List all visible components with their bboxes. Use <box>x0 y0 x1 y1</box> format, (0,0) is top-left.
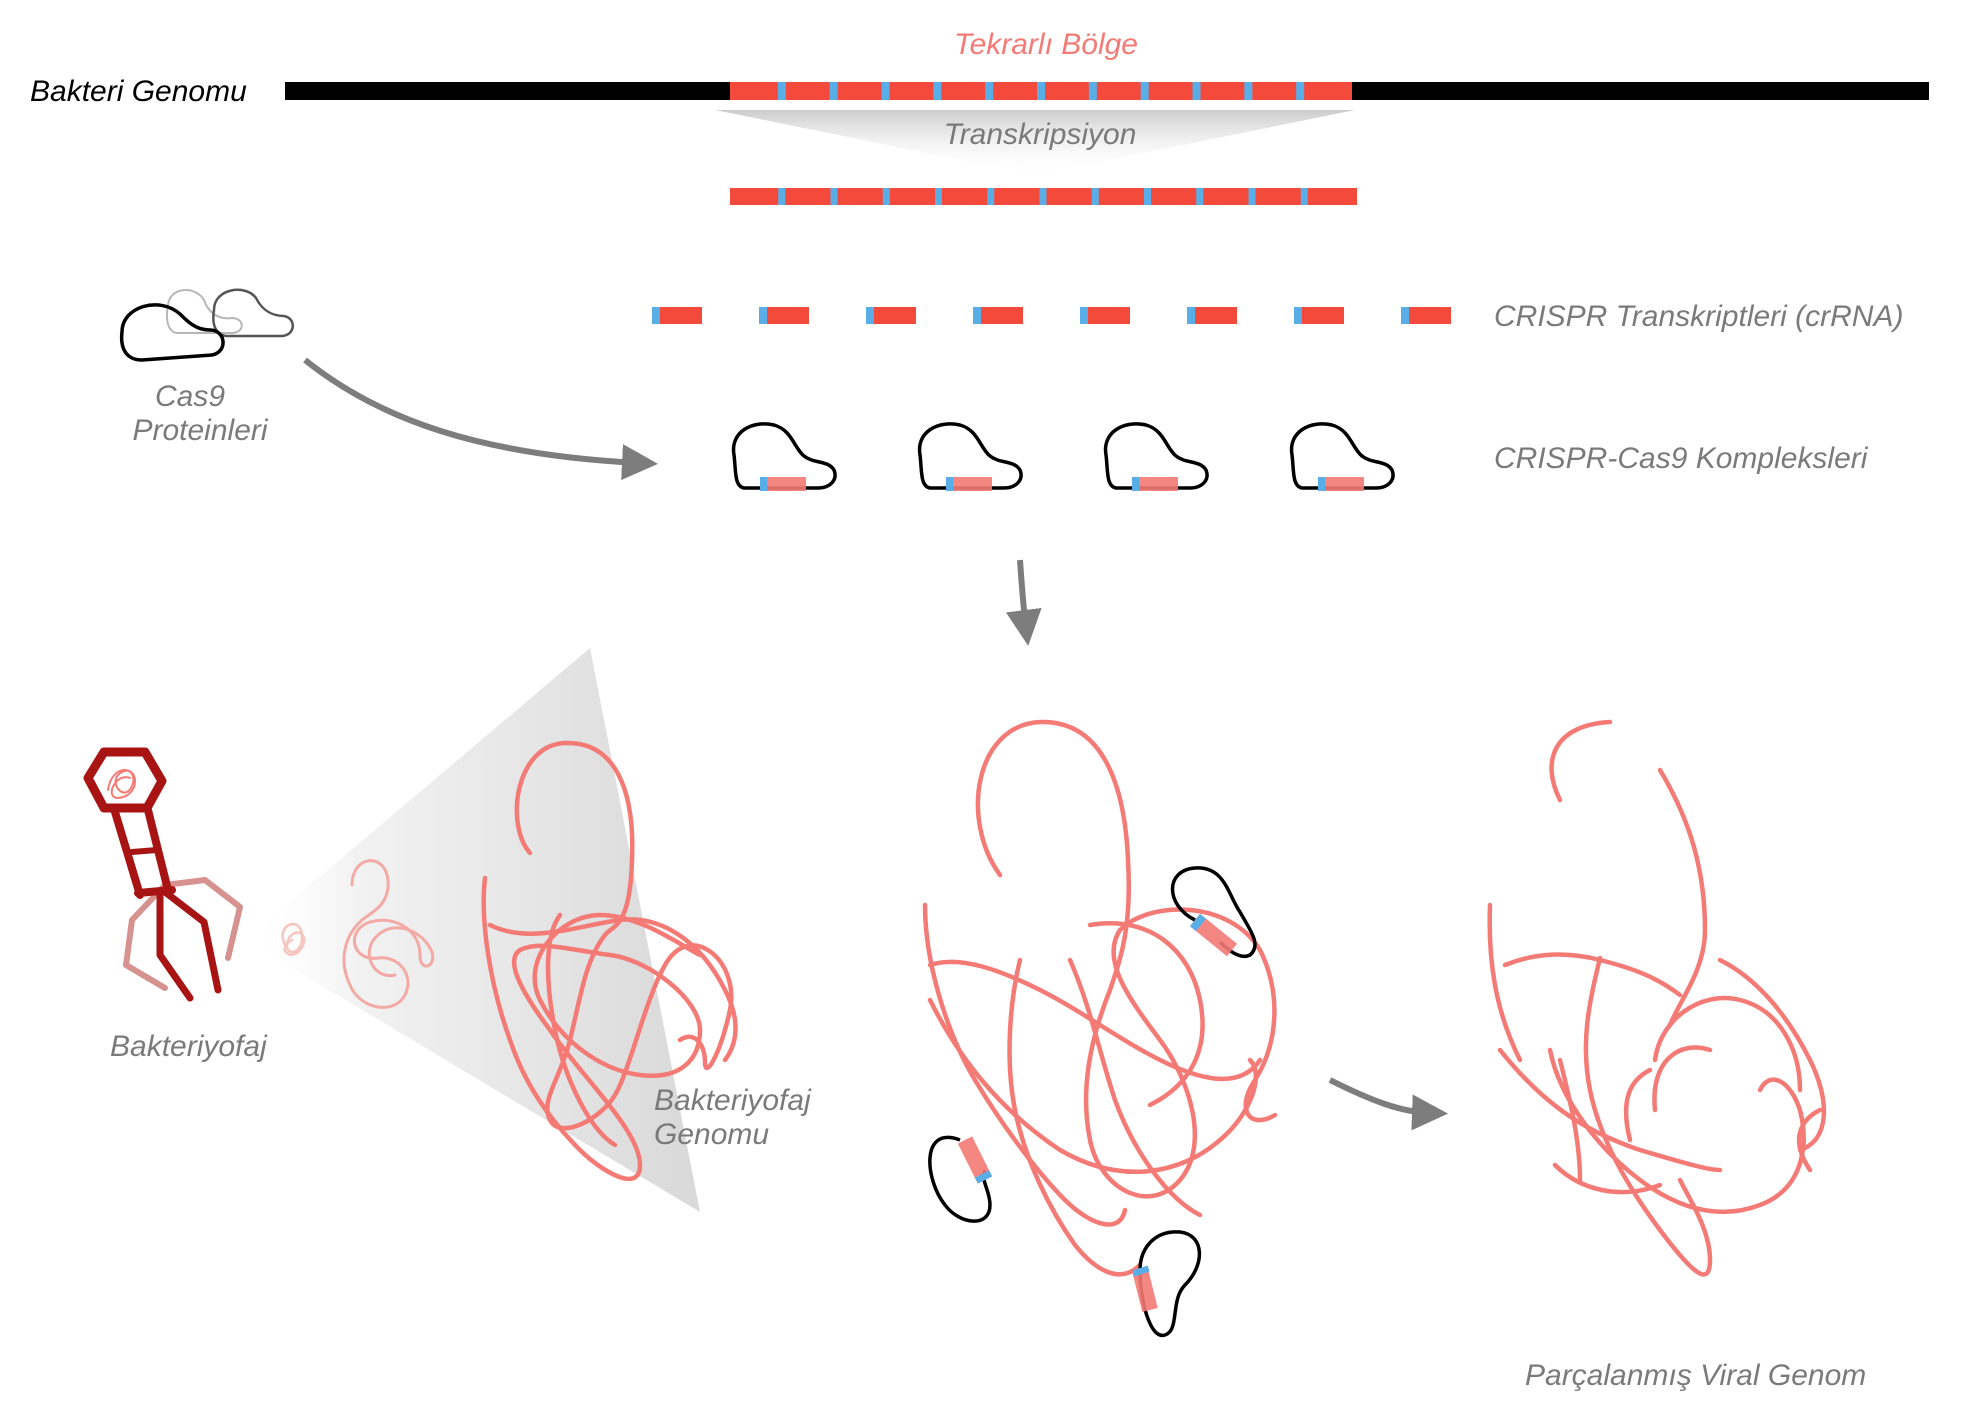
spacer-mark <box>881 82 890 100</box>
crrna-repeat <box>1409 307 1451 324</box>
degraded-genome-label: Parçalanmış Viral Genom <box>1525 1359 1866 1392</box>
zoom-cone <box>245 648 700 1212</box>
crrna-spacer <box>759 307 767 324</box>
spacer-mark <box>1244 82 1253 100</box>
bacterial-genome-label: Bakteri Genomu <box>30 75 247 108</box>
cas9-label-line2: Proteinleri <box>132 414 268 447</box>
cas9-complex <box>917 422 1023 491</box>
spacer-mark <box>1039 188 1047 205</box>
bound-crrna-repeat <box>762 477 806 491</box>
spacer-mark <box>933 82 942 100</box>
arrow-to-complexes <box>303 357 658 481</box>
phage-genome-small <box>281 923 306 956</box>
spacer-mark <box>1088 82 1097 100</box>
spacer-mark <box>829 82 838 100</box>
spacer-mark <box>882 188 890 205</box>
crrna-spacer <box>866 307 874 324</box>
cas9-protein-outline <box>917 422 1023 490</box>
cas9-complex <box>731 422 837 491</box>
cas9-protein-outline <box>1103 422 1209 490</box>
arrow-to-degraded <box>1328 1077 1448 1131</box>
transcription-funnel <box>715 110 1355 175</box>
targeted-viral-genome <box>922 719 1278 1277</box>
crrna-spacer <box>1187 307 1195 324</box>
pre-crrna-transcript <box>730 188 1357 205</box>
spacer-mark <box>935 188 942 205</box>
cas9-complex <box>1289 422 1395 491</box>
crrna-repeat <box>1088 307 1130 324</box>
spacer-mark <box>1192 82 1201 100</box>
crrna-repeat <box>981 307 1023 324</box>
bound-complex-top <box>1170 866 1257 958</box>
crrna-repeat <box>1302 307 1344 324</box>
cas9-proteins-icon <box>119 288 294 362</box>
bound-crrna-repeat <box>1134 477 1178 491</box>
spacer-mark <box>1091 188 1099 205</box>
phage-genome-label-line1: Bakteriyofaj <box>654 1084 812 1117</box>
spacer-mark <box>985 82 994 100</box>
spacer-mark <box>1037 82 1045 100</box>
crispr-cas9-complexes <box>731 422 1395 491</box>
bacteriophage-label: Bakteriyofaj <box>110 1030 268 1063</box>
cas9-protein-outline <box>1289 422 1395 490</box>
spacer-mark <box>1196 188 1204 205</box>
spacer-mark <box>987 188 995 205</box>
phage-genome-label-line2: Genomu <box>654 1118 769 1151</box>
bound-complex-left <box>928 1135 993 1223</box>
arrow-down <box>1005 559 1042 646</box>
degraded-viral-genome <box>1487 719 1827 1277</box>
crrna-repeat <box>660 307 702 324</box>
crrna-repeat <box>767 307 809 324</box>
bound-crrna-spacer <box>760 477 767 491</box>
crrna-spacer <box>973 307 981 324</box>
spacer-mark <box>830 188 838 205</box>
cas9-label-line1: Cas9 <box>155 380 225 413</box>
spacer-mark <box>1248 188 1256 205</box>
crrna-label: CRISPR Transkriptleri (crRNA) <box>1494 300 1903 333</box>
crrna-repeat <box>874 307 916 324</box>
spacer-mark <box>778 188 786 205</box>
crrna-repeat <box>1195 307 1237 324</box>
cas9-complex <box>1103 422 1209 491</box>
bound-crrna-repeat <box>948 477 992 491</box>
spacer-mark <box>1300 188 1308 205</box>
crrna-spacer <box>1080 307 1088 324</box>
bound-crrna-spacer <box>1132 477 1139 491</box>
crrna-spacer <box>1294 307 1302 324</box>
spacer-mark <box>1296 82 1305 100</box>
bacteriophage-icon <box>83 747 243 1002</box>
bound-crrna-repeat <box>1320 477 1364 491</box>
crrna-fragments <box>652 307 1451 324</box>
spacer-mark <box>1140 82 1149 100</box>
bound-complex-bottom <box>1132 1230 1202 1337</box>
repeat-region-label: Tekrarlı Bölge <box>954 28 1138 61</box>
crrna-spacer <box>1401 307 1409 324</box>
transcription-label: Transkripsiyon <box>944 118 1137 151</box>
bound-crrna-spacer <box>1318 477 1325 491</box>
phage-genome-large <box>481 740 738 1182</box>
bound-crrna-spacer <box>946 477 953 491</box>
repeat-region <box>730 82 1352 100</box>
spacer-mark <box>1144 188 1151 205</box>
phage-genome-medium <box>342 859 435 1009</box>
cas9-protein-outline <box>731 422 837 490</box>
spacer-mark <box>777 82 786 100</box>
crrna-spacer <box>652 307 660 324</box>
complexes-label: CRISPR-Cas9 Kompleksleri <box>1494 442 1869 475</box>
